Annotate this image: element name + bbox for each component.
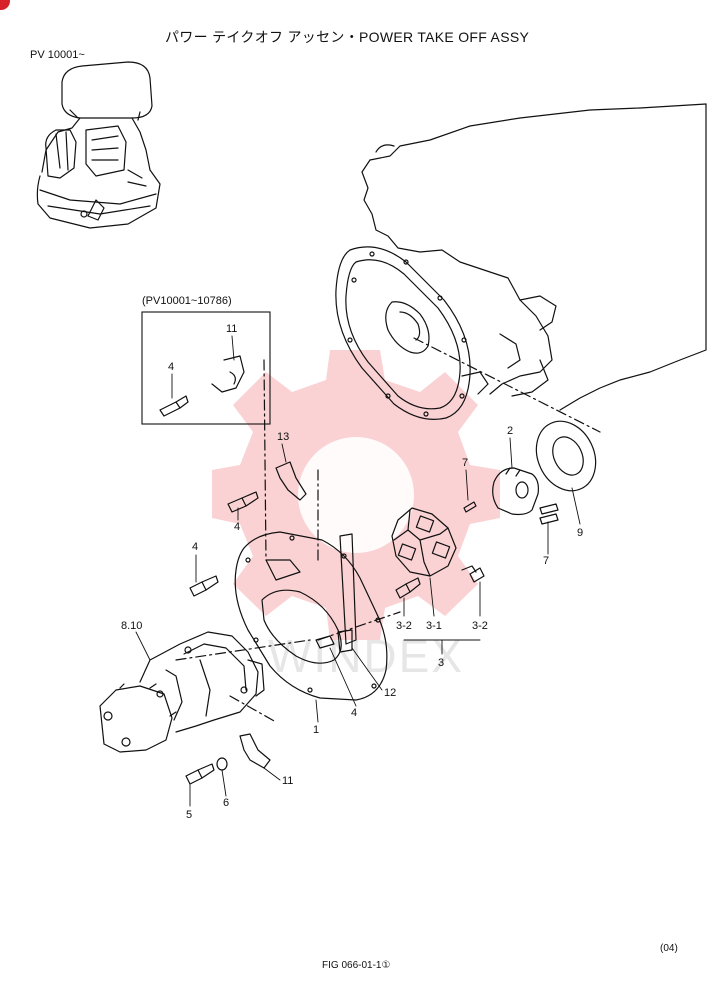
part-label-2: 2: [507, 425, 514, 437]
inset-frame: [141, 311, 271, 425]
part-label-5: 5: [186, 809, 193, 821]
coupling-hub: [492, 467, 539, 516]
part-label-4: 4: [168, 361, 175, 373]
part-label-4: 4: [192, 541, 199, 553]
mounting-plate: [234, 531, 388, 701]
serial-range-label: PV 10001~: [30, 49, 85, 61]
part-label-12: 12: [384, 687, 397, 699]
hydraulic-pump: [99, 631, 265, 753]
inset-serial-label: (PV10001~10786): [142, 295, 232, 307]
flywheel-housing: [335, 246, 471, 420]
part-label-7: 7: [462, 457, 469, 469]
part-label-13: 13: [277, 431, 290, 443]
machine-thumbnail-icon: [36, 61, 161, 229]
part-label-6: 6: [223, 797, 230, 809]
part-label-7: 7: [543, 555, 550, 567]
clamps: [211, 355, 307, 769]
engine-block-outline: [361, 103, 707, 411]
part-label-3: 3: [438, 657, 445, 669]
diagram-title: パワー テイクオフ アッセン・POWER TAKE OFF ASSY: [165, 29, 530, 45]
spacer-ring: [535, 420, 597, 492]
part-label-4: 4: [351, 707, 358, 719]
figure-number: FIG 066-01-1①: [322, 960, 391, 971]
guard-plate: [339, 533, 357, 645]
rubber-coupling: [391, 507, 457, 577]
watermark-inner: [298, 437, 414, 553]
part-label-11: 11: [226, 323, 238, 335]
watermark-text: WINDEX: [268, 630, 464, 682]
part-label-3-2: 3-2: [396, 620, 412, 632]
part-label-4: 4: [234, 521, 241, 533]
corner-badge-icon: [0, 0, 10, 10]
washer: [216, 757, 228, 771]
leader-lines: [135, 335, 581, 807]
part-label-9: 9: [577, 527, 584, 539]
part-label-8-10: 8.10: [121, 620, 143, 632]
part-label-11: 11: [282, 775, 294, 787]
part-label-3-2: 3-2: [472, 620, 488, 632]
part-label-3-1: 3-1: [426, 620, 442, 632]
dowel-pins: [463, 501, 559, 525]
part-label-1: 1: [313, 724, 320, 736]
bolts: [159, 395, 485, 785]
centre-lines: [175, 337, 601, 723]
revision-label: (04): [660, 943, 678, 954]
